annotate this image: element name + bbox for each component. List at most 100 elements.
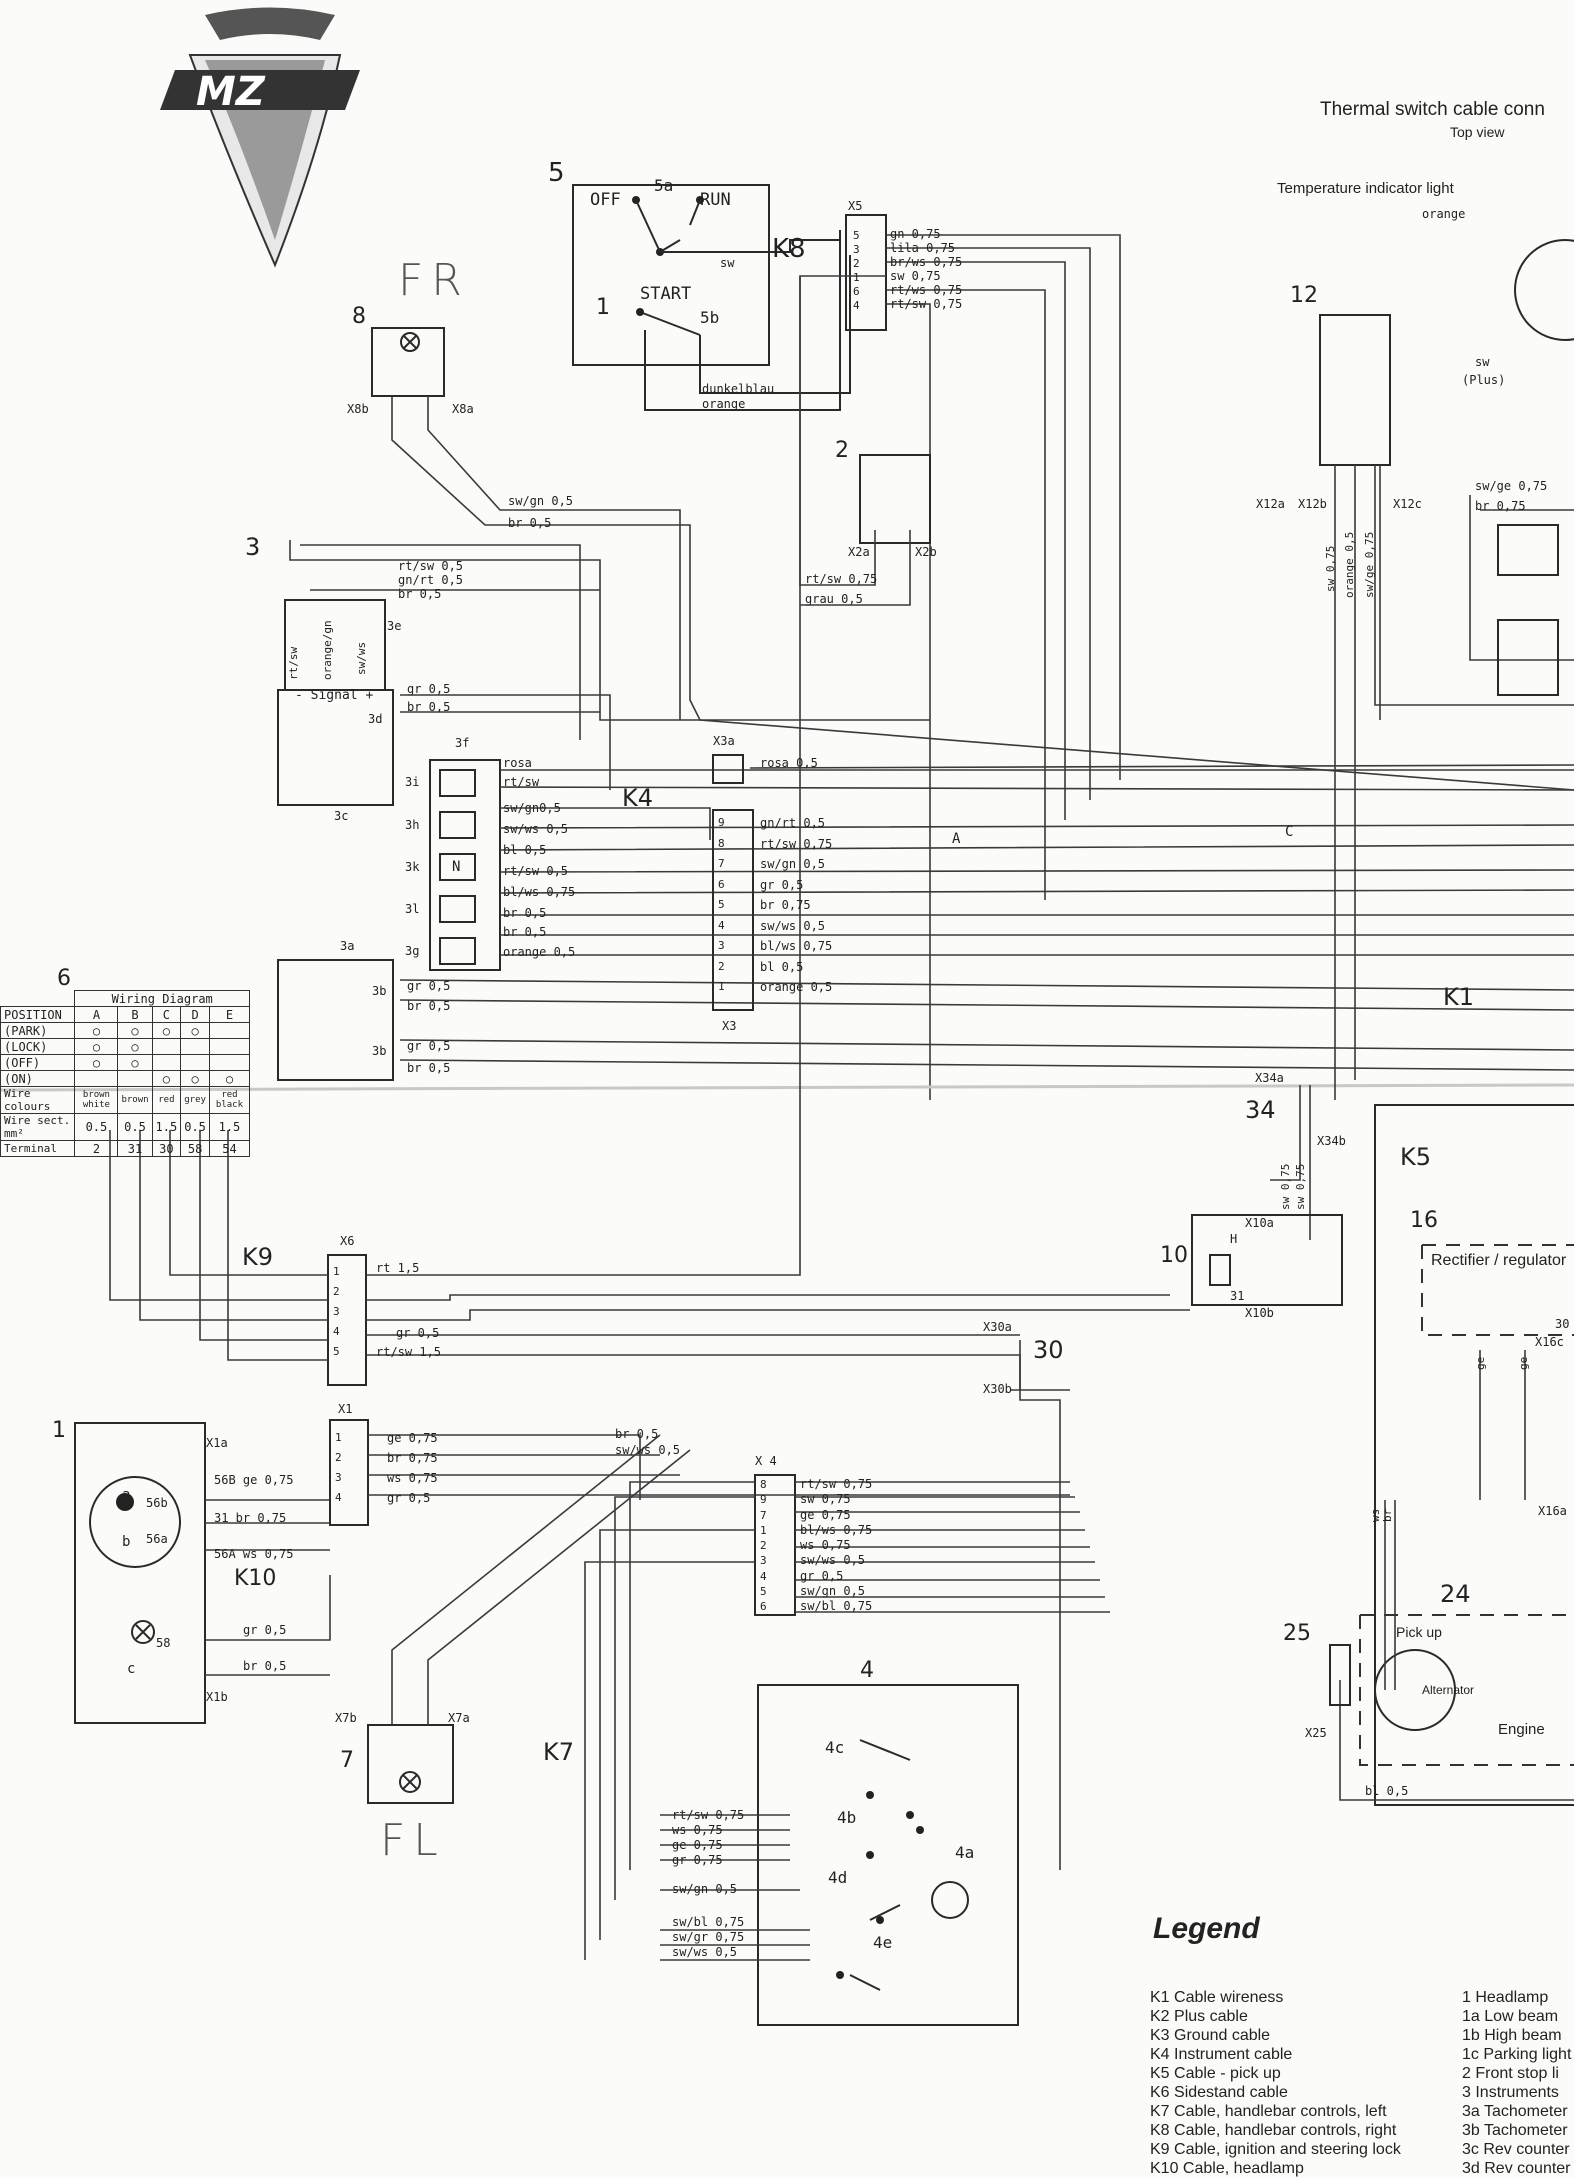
label-10: 10 bbox=[1160, 1243, 1188, 1268]
component-3a-box bbox=[277, 959, 394, 1081]
label-start: START bbox=[640, 284, 692, 304]
wire-colour-a: brown white bbox=[74, 1086, 119, 1114]
label-rt-sw-15: rt/sw 1,5 bbox=[376, 1345, 442, 1359]
legend-item: 3d Rev counter bbox=[1462, 2160, 1571, 2177]
terminal-d: 58 bbox=[180, 1140, 210, 1157]
legend-item: K9 Cable, ignition and steering lock bbox=[1150, 2141, 1401, 2158]
label-4d: 4d bbox=[828, 1868, 848, 1887]
legend-item: 1a Low beam bbox=[1462, 2008, 1559, 2025]
x3-connector bbox=[712, 809, 754, 1011]
label-4b: 4b bbox=[837, 1808, 857, 1827]
legend-item: K3 Ground cable bbox=[1150, 2027, 1271, 2044]
thermal-switch-icon bbox=[1514, 239, 1574, 341]
label-x6: X6 bbox=[340, 1234, 355, 1248]
label-3h: 3h bbox=[405, 818, 420, 832]
legend-item: 3b Tachometer bbox=[1462, 2122, 1568, 2139]
wiring-table-header-a: A bbox=[74, 1006, 119, 1023]
legend-item: K8 Cable, handlebar controls, right bbox=[1150, 2122, 1397, 2139]
label-x16a: X16a bbox=[1538, 1504, 1567, 1518]
label-br-05-x1: br 0,5 bbox=[615, 1427, 659, 1441]
label-x1b: X1b bbox=[206, 1690, 228, 1704]
component-3e-box bbox=[284, 599, 386, 691]
label-3g: 3g bbox=[405, 944, 420, 958]
component-3f-box bbox=[429, 759, 501, 971]
legend-cable-list: K1 Cable wireness K2 Plus cable K3 Groun… bbox=[1150, 1988, 1401, 2178]
x1-connector bbox=[329, 1419, 369, 1526]
switch-5-box bbox=[572, 184, 770, 366]
wire-section-d: 0.5 bbox=[180, 1113, 210, 1141]
label-grau-05: grau 0,5 bbox=[805, 592, 863, 606]
legend-title: Legend bbox=[1153, 1912, 1260, 1945]
label-3f: 3f bbox=[455, 736, 470, 750]
label-3a: 3a bbox=[340, 939, 355, 953]
label-3l: 3l bbox=[405, 902, 420, 916]
label-orange: orange bbox=[702, 397, 746, 411]
legend-item: K7 Cable, handlebar controls, left bbox=[1150, 2103, 1387, 2120]
label-bl-05: bl 0,5 bbox=[1365, 1784, 1409, 1798]
label-3b-2: 3b bbox=[372, 1044, 387, 1058]
wiring-table-row-lock: (LOCK) bbox=[0, 1038, 76, 1055]
label-br-05-3d: br 0,5 bbox=[407, 700, 451, 714]
label-ge-2: ge bbox=[1517, 1356, 1530, 1370]
label-sw-ws-05: sw/ws 0,5 bbox=[615, 1443, 681, 1457]
label-br: br bbox=[1381, 1508, 1394, 1522]
label-x7a: X7a bbox=[448, 1711, 470, 1725]
legend-component-list: 1 Headlamp 1a Low beam 1b High beam 1c P… bbox=[1462, 1988, 1571, 2178]
label-dunkelblau: dunkelblau bbox=[702, 382, 775, 396]
label-5: 5 bbox=[548, 158, 565, 188]
label-rectifier: Rectifier / regulator bbox=[1431, 1252, 1567, 1269]
x4-connector bbox=[754, 1474, 796, 1616]
label-p31: 31 br 0,75 bbox=[214, 1511, 287, 1525]
label-sw-ge-075: sw/ge 0,75 bbox=[1475, 479, 1548, 493]
label-30-rect: 30 bbox=[1555, 1317, 1570, 1331]
label-f-swws: sw/ws 0,5 bbox=[503, 822, 569, 836]
label-c: c bbox=[127, 1661, 136, 1677]
label-4a: 4a bbox=[955, 1843, 975, 1862]
thermal-switch-subtitle: Top view bbox=[1450, 124, 1505, 140]
label-x12a: X12a bbox=[1256, 497, 1285, 511]
label-br-075: br 0,75 bbox=[1475, 499, 1526, 513]
x5-connector bbox=[845, 214, 887, 331]
legend-item: K1 Cable wireness bbox=[1150, 1989, 1284, 2006]
label-34: 34 bbox=[1245, 1096, 1276, 1124]
label-run: RUN bbox=[700, 190, 731, 210]
label-junction-c: C bbox=[1285, 824, 1294, 840]
label-p56b: 56B ge 0,75 bbox=[214, 1473, 294, 1487]
label-off: OFF bbox=[590, 190, 621, 210]
label-k5: K5 bbox=[1400, 1143, 1432, 1171]
label-x1a: X1a bbox=[206, 1436, 228, 1450]
legend-item: 1b High beam bbox=[1462, 2027, 1562, 2044]
label-f-rosa: rosa bbox=[503, 756, 532, 770]
label-engine: Engine bbox=[1498, 1721, 1545, 1738]
label-sw-075-34b: sw 0,75 bbox=[1294, 1163, 1307, 1210]
label-p56a: 56A ws 0,75 bbox=[214, 1547, 294, 1561]
label-58: 58 bbox=[156, 1636, 171, 1650]
label-x25: X25 bbox=[1305, 1726, 1327, 1740]
label-x3a: X3a bbox=[713, 734, 735, 748]
label-12: 12 bbox=[1290, 283, 1318, 308]
headlamp-1-box bbox=[74, 1422, 206, 1724]
label-16: 16 bbox=[1410, 1208, 1438, 1233]
wiring-table-header-d: D bbox=[180, 1006, 210, 1023]
wire-section-b: 0.5 bbox=[117, 1113, 153, 1141]
terminal-c: 30 bbox=[151, 1140, 182, 1157]
label-1-headlamp: 1 bbox=[52, 1418, 66, 1443]
label-orange-05-12: orange 0,5 bbox=[1343, 531, 1356, 598]
label-ws: ws bbox=[1369, 1508, 1382, 1522]
label-s56a: 56a bbox=[146, 1532, 168, 1546]
label-24: 24 bbox=[1440, 1580, 1471, 1608]
label-1-start: 1 bbox=[596, 295, 610, 320]
legend-item: 2 Front stop li bbox=[1462, 2065, 1559, 2082]
label-pickup: Pick up bbox=[1396, 1624, 1442, 1640]
label-x34a: X34a bbox=[1255, 1071, 1284, 1085]
label-sw-075-34: sw 0,75 bbox=[1279, 1163, 1292, 1210]
label-gr-05-3d: gr 0,5 bbox=[407, 682, 451, 696]
label-signal: - Signal + bbox=[295, 688, 374, 703]
label-f-swgn: sw/gn0,5 bbox=[503, 801, 561, 815]
